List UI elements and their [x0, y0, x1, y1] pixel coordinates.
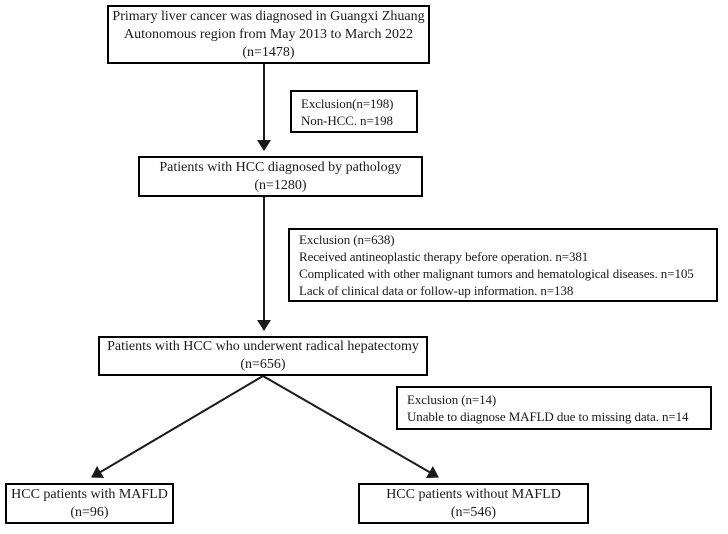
node-exclusion-non-hcc: Exclusion(n=198) Non-HCC. n=198 [290, 90, 418, 133]
node-mafld-line1: HCC patients with MAFLD [11, 486, 168, 502]
exclusion-non-hcc-title: Exclusion(n=198) [301, 95, 394, 111]
node-mafld: HCC patients with MAFLD (n=96) [5, 483, 174, 524]
node-source-count: (n=1478) [242, 44, 295, 60]
node-hepatectomy: Patients with HCC who underwent radical … [98, 336, 428, 376]
node-hepatectomy-count: (n=656) [240, 357, 286, 372]
node-hepatectomy-line1: Patients with HCC who underwent radical … [107, 339, 419, 354]
node-no-mafld-count: (n=546) [450, 504, 497, 520]
node-pathology-line1: Patients with HCC diagnosed by pathology [159, 159, 402, 175]
node-exclusion-missing-data: Exclusion (n=14) Unable to diagnose MAFL… [396, 386, 712, 430]
node-no-mafld: HCC patients without MAFLD (n=546) [358, 483, 589, 524]
node-source-line2: Autonomous region from May 2013 to March… [124, 26, 413, 42]
node-mafld-count: (n=96) [70, 504, 109, 520]
node-pathology: Patients with HCC diagnosed by pathology… [138, 156, 423, 197]
node-exclusion-pre-op: Exclusion (n=638) Received antineoplasti… [288, 228, 718, 302]
node-source: Primary liver cancer was diagnosed in Gu… [107, 5, 430, 64]
exclusion-non-hcc-reason: Non-HCC. n=198 [301, 112, 393, 128]
exclusion-pre-op-reason2: Complicated with other malignant tumors … [299, 266, 694, 281]
exclusion-pre-op-reason3: Lack of clinical data or follow-up infor… [299, 283, 574, 298]
exclusion-missing-data-reason: Unable to diagnose MAFLD due to missing … [407, 409, 689, 424]
node-pathology-count: (n=1280) [254, 177, 307, 193]
arrow-hepatectomy-to-mafld [91, 375, 264, 478]
exclusion-missing-data-title: Exclusion (n=14) [407, 392, 497, 407]
node-no-mafld-line1: HCC patients without MAFLD [386, 486, 561, 502]
exclusion-pre-op-title: Exclusion (n=638) [299, 232, 395, 247]
node-source-line1: Primary liver cancer was diagnosed in Gu… [112, 8, 425, 24]
exclusion-pre-op-reason1: Received antineoplastic therapy before o… [299, 249, 589, 264]
